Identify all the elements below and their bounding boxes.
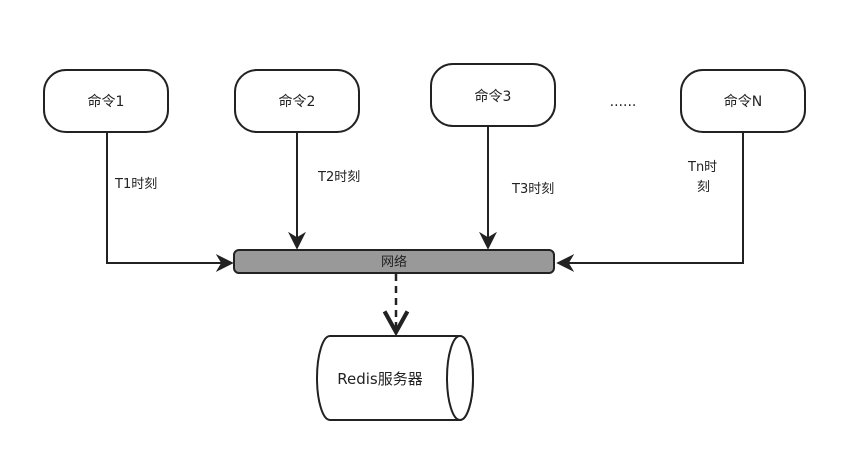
command-node-1: 命令1 [43, 69, 169, 133]
command-node-1-label: 命令1 [88, 93, 125, 110]
redis-server-cylinder: Redis服务器 [316, 335, 474, 421]
network-bar: 网络 [233, 249, 555, 274]
edge-label-tn-line2: 刻 [697, 180, 710, 195]
command-node-3: 命令3 [430, 63, 556, 127]
command-node-3-label: 命令3 [475, 88, 512, 105]
command-node-2: 命令2 [234, 69, 360, 133]
command-node-n-label: 命令N [724, 93, 762, 110]
edge-label-t2: T2时刻 [317, 170, 360, 185]
edge-cmd1-network [106, 132, 234, 272]
edge-cmdn-network [556, 132, 744, 272]
network-label: 网络 [381, 254, 407, 270]
redis-server-label: Redis服务器 [337, 370, 422, 388]
edge-label-t1: T1时刻 [114, 177, 157, 192]
command-node-n: 命令N [680, 69, 806, 133]
ellipsis-text: ...... [610, 94, 637, 110]
edge-label-t3: T3时刻 [511, 182, 554, 197]
command-node-2-label: 命令2 [279, 93, 316, 110]
edge-label-tn-line1: Tn时 [687, 160, 717, 175]
